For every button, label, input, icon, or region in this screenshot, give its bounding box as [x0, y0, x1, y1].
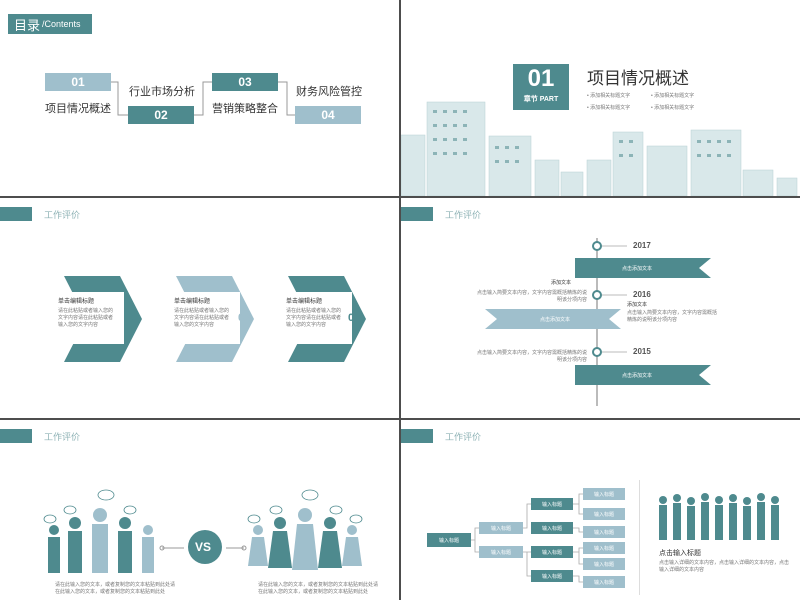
org-l4-5[interactable]: 输入标题 — [583, 558, 625, 570]
org-l4-1[interactable]: 输入标题 — [583, 488, 625, 500]
ribbon-text-1[interactable]: 点击添加文本 — [621, 265, 652, 272]
toc-label-01[interactable]: 项目情况概述 — [45, 103, 111, 115]
slide-chapter[interactable]: 01 章节 PART 项目情况概述 • 添加相关标题文字 • 添加相关标题文字 … — [401, 0, 800, 196]
arrow-body-2: 请在此粘贴或者输入您的文字内容请在此粘贴或者输入您的文字内容 — [174, 308, 230, 328]
timeline-desc-2: 点击输入简要文本内容，文字内容需概括精炼的说明该分项内容 — [627, 310, 718, 323]
arrow-body-1: 请在此粘贴或者输入您的文字内容请在此粘贴或者输入您的文字内容 — [58, 308, 114, 328]
org-l3-1[interactable]: 输入标题 — [531, 498, 573, 510]
toc-subtitle: /Contents — [42, 19, 81, 29]
org-people-title: 点击输入标题 — [659, 550, 701, 557]
timeline-add-2: 添加文本 — [627, 302, 648, 308]
toc-num-01: 01 — [45, 73, 111, 91]
org-l4-2[interactable]: 输入标题 — [583, 508, 625, 520]
arrow-body-3: 请在此粘贴或者输入您的文字内容请在此粘贴或者输入您的文字内容 — [286, 308, 342, 328]
slide-arrows[interactable]: 工作评价 单击编辑标题 请在此粘贴或者输入您的文字内容请在此粘贴或者输入您的文字… — [0, 198, 399, 418]
slide-vs[interactable]: 工作评价 VS 请在此输入您的文本，或者复制您的文本粘贴到此处请在此输入您的文本… — [0, 420, 399, 600]
timeline-add-1: 添加文本 — [551, 280, 572, 286]
org-l4-3[interactable]: 输入标题 — [583, 526, 625, 538]
slide-toc[interactable]: 目录 /Contents 01 项目情况概述 行业市场分析 02 03 营销策略… — [0, 0, 399, 196]
arrow-title-1: 单击编辑标题 — [58, 299, 95, 305]
toc-label-03[interactable]: 营销策略整合 — [212, 103, 278, 115]
section-title: 工作评价 — [44, 210, 81, 220]
org-l4-6[interactable]: 输入标题 — [583, 576, 625, 588]
org-l2-2[interactable]: 输入标题 — [479, 546, 523, 558]
ribbon-text-2[interactable]: 点击添加文本 — [539, 316, 570, 323]
vs-desc-right: 请在此输入您的文本，或者复制您的文本粘贴到此处请在此输入您的文本，或者复制您的文… — [258, 582, 379, 595]
org-l2-1[interactable]: 输入标题 — [479, 522, 523, 534]
timeline-graphic — [485, 238, 711, 406]
people-group-illustration — [43, 489, 363, 573]
timeline-desc-1: 点击输入简要文本内容，文字内容需概括精炼的说明该分项内容 — [477, 290, 588, 303]
arrow-num-1: 01 — [124, 312, 137, 324]
toc-title: 目录 — [14, 17, 41, 33]
org-divider — [639, 480, 640, 595]
arrow-num-2: 02 — [238, 312, 251, 324]
year-2015: 2015 — [633, 347, 651, 356]
chapter-badge: 01 章节 PART — [513, 64, 569, 110]
city-skyline-illustration — [401, 101, 798, 196]
arrow-title-2: 单击编辑标题 — [174, 299, 211, 305]
section-tag — [401, 207, 433, 221]
chapter-bullet-4: • 添加相关标题文字 — [651, 105, 695, 111]
year-2017: 2017 — [633, 241, 651, 250]
toc-label-02[interactable]: 行业市场分析 — [129, 86, 195, 98]
toc-num-03: 03 — [212, 73, 278, 91]
section-tag — [0, 429, 32, 443]
section-title: 工作评价 — [44, 432, 81, 442]
org-l3-4[interactable]: 输入标题 — [531, 570, 573, 582]
toc-header: 目录 /Contents — [8, 14, 92, 34]
year-2016: 2016 — [633, 290, 651, 299]
arrow-title-3: 单击编辑标题 — [286, 299, 323, 305]
chevron-arrows — [54, 276, 366, 362]
org-l3-3[interactable]: 输入标题 — [531, 546, 573, 558]
chapter-tag: 章节 PART — [523, 96, 559, 103]
chapter-bullet-3: • 添加相关标题文字 — [587, 105, 631, 111]
section-title: 工作评价 — [445, 432, 482, 442]
toc-num-02: 02 — [128, 106, 194, 124]
section-title: 工作评价 — [445, 210, 482, 220]
org-l4-4[interactable]: 输入标题 — [583, 542, 625, 554]
toc-connectors — [111, 81, 295, 116]
org-people-desc: 点击输入详细的文本内容，点击输入详细的文本内容，点击输入详细的文本内容 — [659, 560, 790, 573]
ribbon-text-3[interactable]: 点击添加文本 — [621, 372, 652, 379]
org-connectors — [471, 493, 583, 583]
org-root[interactable]: 输入标题 — [427, 533, 471, 547]
section-tag — [0, 207, 32, 221]
toc-label-04[interactable]: 财务风险管控 — [296, 86, 362, 98]
timeline-desc-3: 点击输入简要文本内容，文字内容需概括精炼的说明该分项内容 — [477, 350, 588, 363]
chapter-title: 项目情况概述 — [587, 69, 689, 88]
arrow-num-3: 03 — [348, 312, 361, 324]
chapter-num: 01 — [527, 65, 555, 92]
org-l3-2[interactable]: 输入标题 — [531, 522, 573, 534]
business-people-silhouette — [659, 493, 779, 540]
slide-org[interactable]: 工作评价 输入标题 输入标题 输入标题 输入标题 输入标题 输入标题 输入标题 … — [401, 420, 800, 600]
toc-num-04: 04 — [295, 106, 361, 124]
slide-timeline[interactable]: 工作评价 2017 2016 2015 点击添加文本 点击添加文本 点击添加文本… — [401, 198, 800, 418]
vs-label: VS — [195, 540, 212, 554]
section-tag — [401, 429, 433, 443]
chapter-bullet-1: • 添加相关标题文字 — [587, 93, 631, 99]
vs-desc-left: 请在此输入您的文本，或者复制您的文本粘贴到此处请在此输入您的文本，或者复制您的文… — [55, 582, 176, 595]
chapter-bullet-2: • 添加相关标题文字 — [651, 93, 695, 99]
